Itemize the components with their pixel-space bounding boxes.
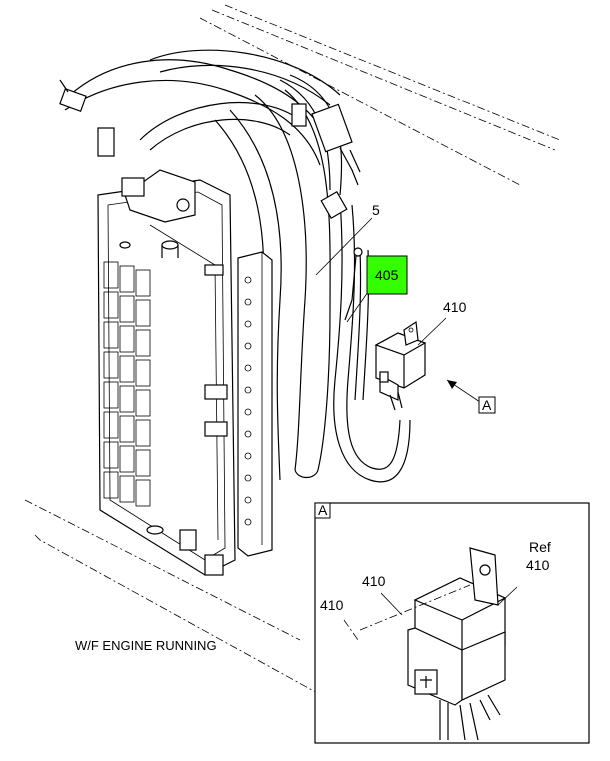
harness-connector-right — [291, 103, 361, 219]
detail-ref-text: Ref — [529, 539, 551, 555]
wiring-harness — [64, 49, 411, 483]
panel-edges — [24, 4, 561, 701]
fuse-panel — [97, 169, 236, 576]
detail-ref-number: 410 — [526, 557, 550, 573]
callout-relay-label: 410 — [443, 299, 467, 315]
terminal-strip — [237, 251, 273, 557]
engine-running-caption: W/F ENGINE RUNNING — [75, 638, 217, 653]
view-ref-label: A — [482, 397, 492, 413]
detail-view-title: A — [318, 502, 328, 518]
wire-405-end — [344, 247, 363, 321]
detail-label-lower: 410 — [320, 597, 344, 613]
callout-405-highlight: 405 — [366, 255, 408, 295]
detail-label-upper: 410 — [362, 573, 386, 589]
callout-leaders — [315, 217, 481, 403]
callout-405-label: 405 — [375, 267, 399, 283]
view-ref-box: A — [478, 396, 496, 414]
fuse-grid — [103, 261, 151, 507]
relay-410-main — [374, 320, 427, 411]
callout-harness-label: 5 — [372, 202, 380, 218]
highlight-box — [366, 255, 408, 295]
detail-view-a: A Ref 410 410 410 — [314, 502, 590, 744]
harness-connector-left — [59, 79, 115, 157]
